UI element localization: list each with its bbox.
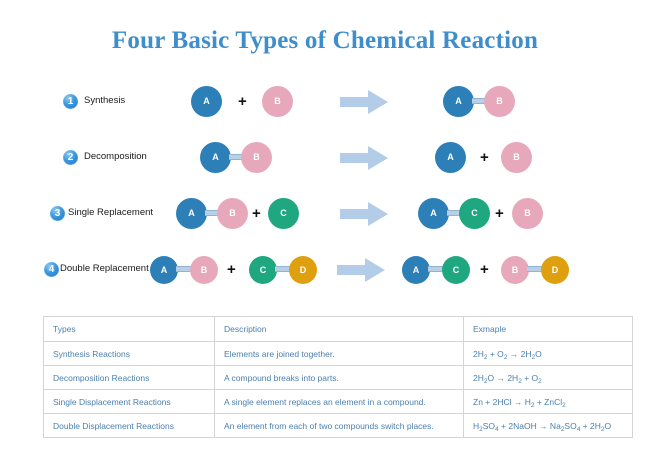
cell-type: Single Displacement Reactions [43, 389, 215, 414]
reaction-arrow-icon [337, 258, 385, 282]
reaction-row-double-replacement: 4 Double Replacement A B + C D A C + B D [0, 244, 650, 300]
plus-sign: + [480, 261, 489, 278]
atom-product-a: A [402, 256, 430, 284]
reaction-summary-table: Types Description Exmaple Synthesis Reac… [43, 316, 633, 438]
bond-line [472, 98, 486, 104]
bond-line [176, 266, 192, 272]
row-number-badge: 4 [44, 262, 59, 277]
atom-product-a: A [443, 86, 474, 117]
cell-example: 2H2 + O2 → 2H2O [463, 341, 633, 366]
bond-line [527, 266, 543, 272]
atom-product-b: B [501, 142, 532, 173]
table-row: Synthesis Reactions Elements are joined … [43, 341, 633, 366]
column-header-types: Types [43, 316, 215, 342]
atom-reactant-b: B [262, 86, 293, 117]
atom-product-c: C [442, 256, 470, 284]
atom-product-b: B [512, 198, 543, 229]
column-header-example: Exmaple [463, 316, 633, 342]
plus-sign: + [480, 149, 489, 166]
cell-type: Decomposition Reactions [43, 365, 215, 390]
cell-example: 2H2O → 2H2 + O2 [463, 365, 633, 390]
atom-product-a: A [418, 198, 449, 229]
reaction-arrow-icon [340, 202, 388, 226]
atom-reactant-a: A [200, 142, 231, 173]
atom-reactant-b: B [217, 198, 248, 229]
bond-line [205, 210, 219, 216]
atom-reactant-b: B [190, 256, 218, 284]
atom-product-b: B [484, 86, 515, 117]
cell-example: Zn + 2HCl → H2 + ZnCl2 [463, 389, 633, 414]
bond-line [447, 210, 461, 216]
atom-product-d: D [541, 256, 569, 284]
cell-description: An element from each of two compounds sw… [214, 413, 464, 438]
plus-sign: + [495, 205, 504, 222]
bond-line [275, 266, 291, 272]
reaction-row-decomposition: 2 Decomposition A B A + B [0, 132, 650, 188]
reaction-row-single-replacement: 3 Single Replacement A B + C A C + B [0, 188, 650, 244]
row-number-badge: 1 [63, 94, 78, 109]
reaction-arrow-icon [340, 146, 388, 170]
cell-type: Synthesis Reactions [43, 341, 215, 366]
plus-sign: + [227, 261, 236, 278]
table-row: Double Displacement Reactions An element… [43, 413, 633, 438]
row-number-badge: 2 [63, 150, 78, 165]
atom-product-a: A [435, 142, 466, 173]
atom-product-c: C [459, 198, 490, 229]
atom-reactant-c: C [249, 256, 277, 284]
atom-reactant-a: A [150, 256, 178, 284]
cell-example: H2SO4 + 2NaOH → Na2SO4 + 2H2O [463, 413, 633, 438]
atom-reactant-b: B [241, 142, 272, 173]
row-number-badge: 3 [50, 206, 65, 221]
row-label-single-replacement: Single Replacement [68, 207, 154, 218]
atom-reactant-d: D [289, 256, 317, 284]
bond-line [229, 154, 243, 160]
reaction-row-synthesis: 1 Synthesis A + B A B [0, 76, 650, 132]
row-label-decomposition: Decomposition [84, 151, 147, 162]
row-label-synthesis: Synthesis [84, 95, 126, 106]
atom-reactant-a: A [191, 86, 222, 117]
cell-description: A compound breaks into parts. [214, 365, 464, 390]
plus-sign: + [252, 205, 261, 222]
table-row: Decomposition Reactions A compound break… [43, 365, 633, 390]
atom-reactant-a: A [176, 198, 207, 229]
column-header-description: Description [214, 316, 464, 342]
bond-line [428, 266, 444, 272]
table-row: Single Displacement Reactions A single e… [43, 389, 633, 414]
cell-type: Double Displacement Reactions [43, 413, 215, 438]
page-title: Four Basic Types of Chemical Reaction [111, 27, 539, 54]
cell-description: Elements are joined together. [214, 341, 464, 366]
cell-description: A single element replaces an element in … [214, 389, 464, 414]
atom-product-b: B [501, 256, 529, 284]
atom-reactant-c: C [268, 198, 299, 229]
reaction-arrow-icon [340, 90, 388, 114]
row-label-double-replacement: Double Replacement [60, 263, 149, 274]
table-header-row: Types Description Exmaple [43, 316, 633, 342]
plus-sign: + [238, 93, 247, 110]
